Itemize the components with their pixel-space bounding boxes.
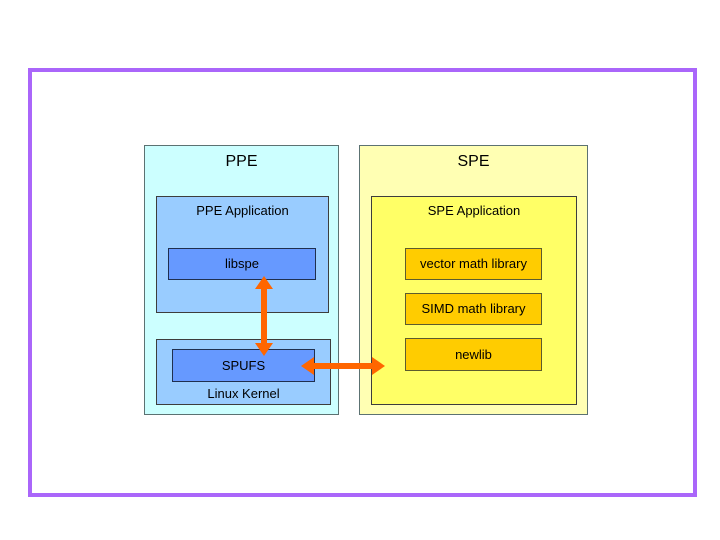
spufs-node: SPUFS <box>172 349 315 382</box>
newlib-node: newlib <box>405 338 542 371</box>
linux-kernel-box: SPUFS Linux Kernel <box>156 339 331 405</box>
ppe-title: PPE <box>225 153 258 170</box>
spe-application-title: SPE Application <box>427 203 521 218</box>
vector-math-library-node: vector math library <box>405 248 542 280</box>
spe-title: SPE <box>457 153 490 170</box>
ppe-group-box: PPE PPE Application libspe SPUFS Linux K… <box>144 145 339 415</box>
simd-math-library-node: SIMD math library <box>405 293 542 325</box>
libspe-node: libspe <box>168 248 316 280</box>
linux-kernel-title: Linux Kernel <box>207 386 280 401</box>
spe-group-box: SPE SPE Application vector math library … <box>359 145 588 415</box>
ppe-application-box: PPE Application libspe <box>156 196 329 313</box>
ppe-application-title: PPE Application <box>196 203 289 218</box>
spe-application-box: SPE Application vector math library SIMD… <box>371 196 577 405</box>
